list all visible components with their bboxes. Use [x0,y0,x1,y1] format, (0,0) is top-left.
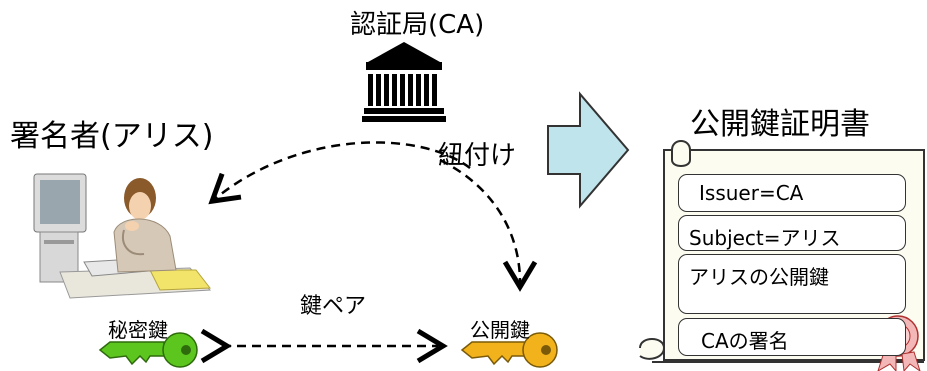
subject-text: Subject=アリス [689,226,841,250]
certificate-field-public-key: アリスの公開鍵 [678,254,906,314]
public-key-field-text: アリスの公開鍵 [689,265,829,289]
public-key-label: 公開鍵 [470,318,530,342]
certificate-field-issuer: Issuer=CA [678,174,906,212]
tie-label: 紐付け [438,141,517,171]
private-key-label: 秘密鍵 [108,318,168,342]
block-arrow [547,91,630,209]
certificate-title: 公開鍵証明書 [690,107,870,142]
tie-arc-to-signer [208,141,471,205]
building-icon [362,42,446,122]
authority-label: 認証局(CA) [350,10,485,40]
issuer-text: Issuer=CA [699,181,804,205]
gold-key-icon [460,332,558,368]
person-at-computer-icon [33,173,212,299]
tie-arc-to-public-key [439,158,538,292]
certificate-field-signature: CAの署名 [678,318,906,356]
certificate-field-subject: Subject=アリス [678,215,906,251]
key-pair-label: 鍵ペア [300,294,367,319]
signer-label: 署名者(アリス) [10,119,214,154]
signature-text: CAの署名 [701,329,789,353]
green-key-icon [98,332,198,368]
